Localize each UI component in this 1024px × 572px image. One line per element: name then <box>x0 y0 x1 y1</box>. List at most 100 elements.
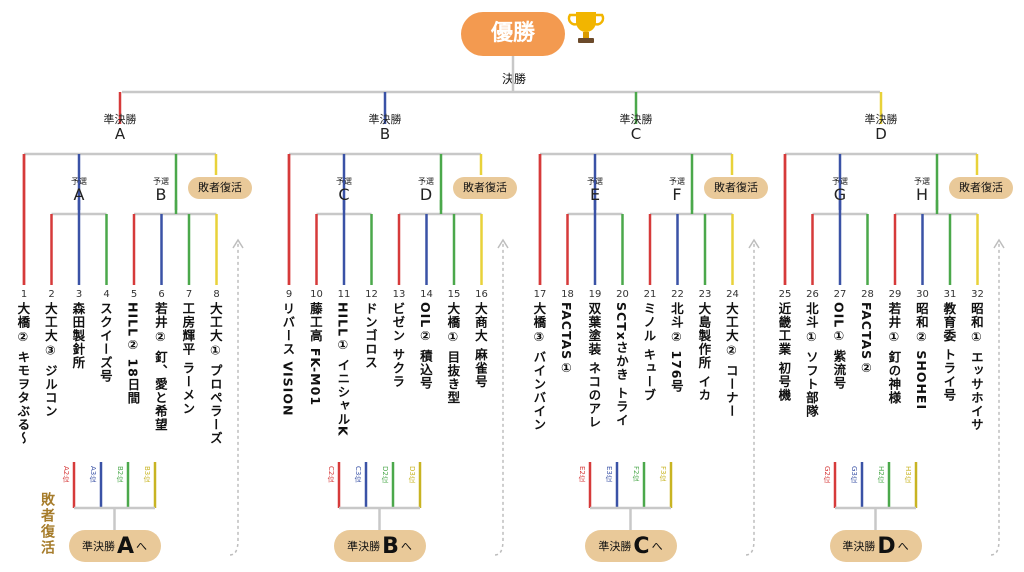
team-name: OIL① 紫流号 <box>831 302 847 391</box>
yosen-letter: E <box>589 185 601 204</box>
team-number: 16 <box>475 289 488 300</box>
team-name: HILL① イニシャルK <box>335 302 351 437</box>
team-number: 31 <box>943 289 957 300</box>
team-number: 18 <box>561 289 574 300</box>
semi-letter: C <box>630 125 642 143</box>
team-name: 藤工高 FK-M01 <box>307 302 323 407</box>
rank-label: B2位 <box>116 466 124 483</box>
rank-label: F2位 <box>632 466 640 482</box>
rank-label: H2位 <box>877 466 885 483</box>
semi-prefix: 準決勝 <box>368 113 402 126</box>
revival-pill: 敗者復活 <box>453 177 517 199</box>
team-number: 9 <box>285 289 293 300</box>
semi-prefix: 準決勝 <box>619 113 653 126</box>
team-number: 20 <box>616 289 629 300</box>
rank-label: E3位 <box>605 466 613 482</box>
team-number: 1 <box>20 289 28 300</box>
team-name: ミノル キューブ <box>641 302 657 402</box>
rank-label: A2位 <box>62 466 70 483</box>
team-number: 10 <box>310 289 323 300</box>
semi-prefix: 準決勝 <box>864 113 898 126</box>
semi-letter: D <box>875 125 887 143</box>
revival-arrow-head <box>993 238 1005 249</box>
team-number: 27 <box>833 289 847 300</box>
revival-pill: 敗者復活 <box>949 177 1013 199</box>
team-number: 11 <box>337 289 351 300</box>
pill-letter: B <box>382 533 399 559</box>
rank-label: B3位 <box>143 466 151 483</box>
team-number: 14 <box>420 289 433 300</box>
pill-letter: A <box>116 533 135 559</box>
champion-badge: 優勝 <box>461 12 565 56</box>
yosen-prefix: 予選 <box>336 177 352 186</box>
team-name: 大橋③ バインバイン <box>531 302 547 432</box>
team-name: 大工大② コーナー <box>723 302 739 418</box>
yosen-letter: A <box>73 185 85 204</box>
rank-label: F3位 <box>659 466 667 482</box>
pill-letter: D <box>877 533 896 559</box>
team-name: リバース VISION <box>280 302 296 417</box>
team-number: 6 <box>158 289 165 300</box>
team-name: 近畿工業 初号機 <box>776 302 792 402</box>
team-number: 15 <box>447 289 461 300</box>
team-number: 23 <box>698 289 712 300</box>
team-name: 若井① 釘の神様 <box>886 302 902 405</box>
team-number: 3 <box>75 289 83 300</box>
team-number: 19 <box>588 289 602 300</box>
revival-pill: 敗者復活 <box>704 177 768 199</box>
team-name: 大島製作所 イカ <box>696 302 712 402</box>
team-number: 13 <box>392 289 406 300</box>
team-number: 17 <box>533 289 547 300</box>
trophy-icon <box>567 12 605 43</box>
rank-label: C2位 <box>327 466 335 483</box>
revival-arrow-line <box>990 242 1000 556</box>
team-number: 7 <box>185 289 193 300</box>
team-name: 北斗② 176号 <box>668 302 684 393</box>
revival-arrow-head <box>497 238 509 249</box>
semi-prefix: 準決勝 <box>103 113 137 126</box>
pill-prefix: 準決勝 <box>842 540 876 553</box>
team-name: FACTAS① <box>558 302 574 377</box>
team-number: 22 <box>671 289 684 300</box>
yosen-letter: F <box>672 185 682 204</box>
yosen-letter: B <box>155 185 167 204</box>
yosen-letter: C <box>338 185 350 204</box>
team-name: 大工大③ ジルコン <box>42 302 58 418</box>
team-number: 30 <box>916 289 929 300</box>
pill-suffix: へ <box>651 540 663 553</box>
team-name: 若井② 釘、愛と希望 <box>152 302 168 432</box>
yosen-prefix: 予選 <box>669 177 685 186</box>
team-name: 大橋② キモヲタぶる～ <box>15 302 31 445</box>
revival-arrow-head <box>232 238 244 249</box>
team-number: 12 <box>365 289 378 300</box>
team-name: FACTAS② <box>858 302 874 377</box>
pill-prefix: 準決勝 <box>598 540 632 553</box>
semi-letter: B <box>379 125 391 143</box>
rank-label: G2位 <box>823 466 831 483</box>
team-name: 森田製針所 <box>70 302 86 370</box>
pill-suffix: へ <box>400 540 412 553</box>
yosen-prefix: 予選 <box>71 177 87 186</box>
team-name: 昭和② SHOHEI <box>913 302 929 411</box>
revival-arrow-line <box>229 242 239 556</box>
team-number: 5 <box>130 289 138 300</box>
team-number: 28 <box>861 289 874 300</box>
rank-label: A3位 <box>89 466 97 483</box>
team-number: 21 <box>643 289 657 300</box>
pill-prefix: 準決勝 <box>81 540 115 553</box>
team-name: 大商大 麻雀号 <box>472 302 488 389</box>
rank-label: E2位 <box>578 466 586 482</box>
rank-label: G3位 <box>850 466 858 483</box>
